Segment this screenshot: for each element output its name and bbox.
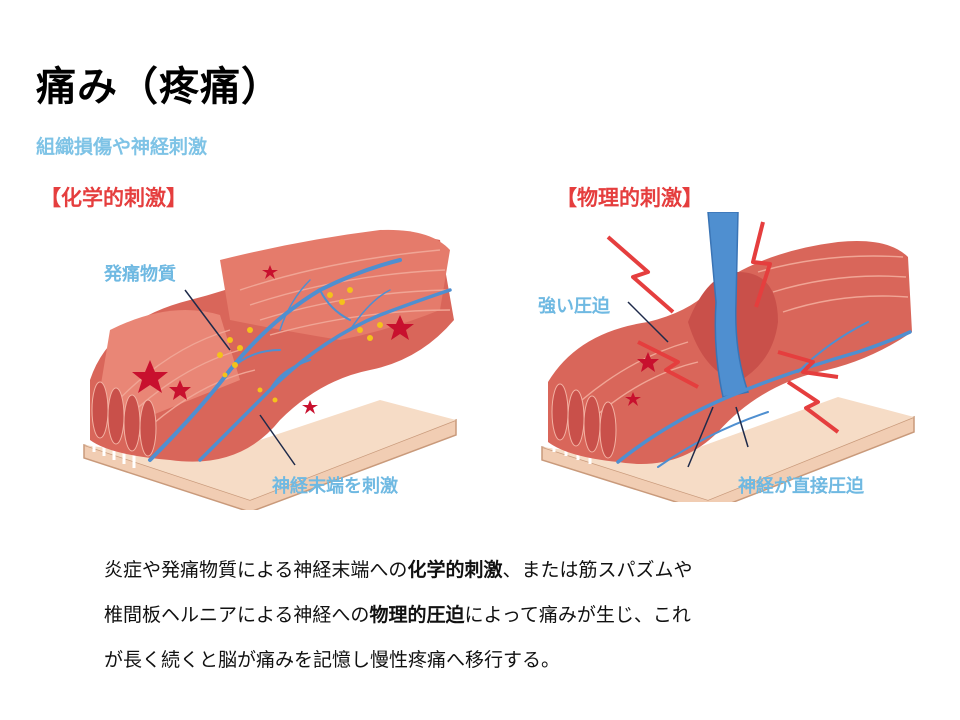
nerve-network xyxy=(616,321,912,468)
chemical-stimulus-heading: 【化学的刺激】 xyxy=(40,186,187,210)
strong-pressure-arrow xyxy=(627,301,669,343)
pain-substance-arrow xyxy=(184,289,231,351)
nerve-ending-stimulus-label: 神経末端を刺激 xyxy=(272,476,398,497)
explanation-paragraph: 炎症や発痛物質による神経末端への化学的刺激、または筋スパズムや 椎間板ヘルニアに… xyxy=(104,548,904,683)
explanation-line-3: が長く続くと脳が痛みを記憶し慢性疼痛へ移行する。 xyxy=(104,649,561,671)
compressed-nerve xyxy=(707,212,749,398)
strong-pressure-label: 強い圧迫 xyxy=(538,296,610,317)
page-title: 痛み（疼痛） xyxy=(36,64,282,110)
emphasis-chemical-stimulus: 化学的刺激 xyxy=(407,559,503,581)
nerve-compression-arrow-1 xyxy=(687,406,714,468)
pain-lightning xyxy=(606,221,840,434)
nerve-compression-arrow-2 xyxy=(735,406,749,448)
pain-markers xyxy=(132,265,414,414)
pain-substance-dots xyxy=(217,287,383,403)
nerve-network xyxy=(148,258,452,462)
fiber-ends xyxy=(91,381,157,457)
explanation-line-2: 椎間板ヘルニアによる神経への物理的圧迫によって痛みが生じ、これ xyxy=(104,604,691,626)
chemical-stimulus-illustration xyxy=(83,229,457,510)
emphasis-physical-compression: 物理的圧迫 xyxy=(369,604,465,626)
nerve-ending-arrow xyxy=(259,414,296,466)
physical-stimulus-illustration xyxy=(541,212,915,502)
pain-substance-label: 発痛物質 xyxy=(104,264,176,285)
physical-stimulus-heading: 【物理的刺激】 xyxy=(556,186,703,210)
explanation-line-1: 炎症や発痛物質による神経末端への化学的刺激、または筋スパズムや xyxy=(104,559,693,581)
fiber-ends xyxy=(551,383,617,459)
page-subtitle: 組織損傷や神経刺激 xyxy=(36,136,208,158)
direct-nerve-compression-label: 神経が直接圧迫 xyxy=(738,476,864,497)
pain-markers xyxy=(625,352,659,406)
